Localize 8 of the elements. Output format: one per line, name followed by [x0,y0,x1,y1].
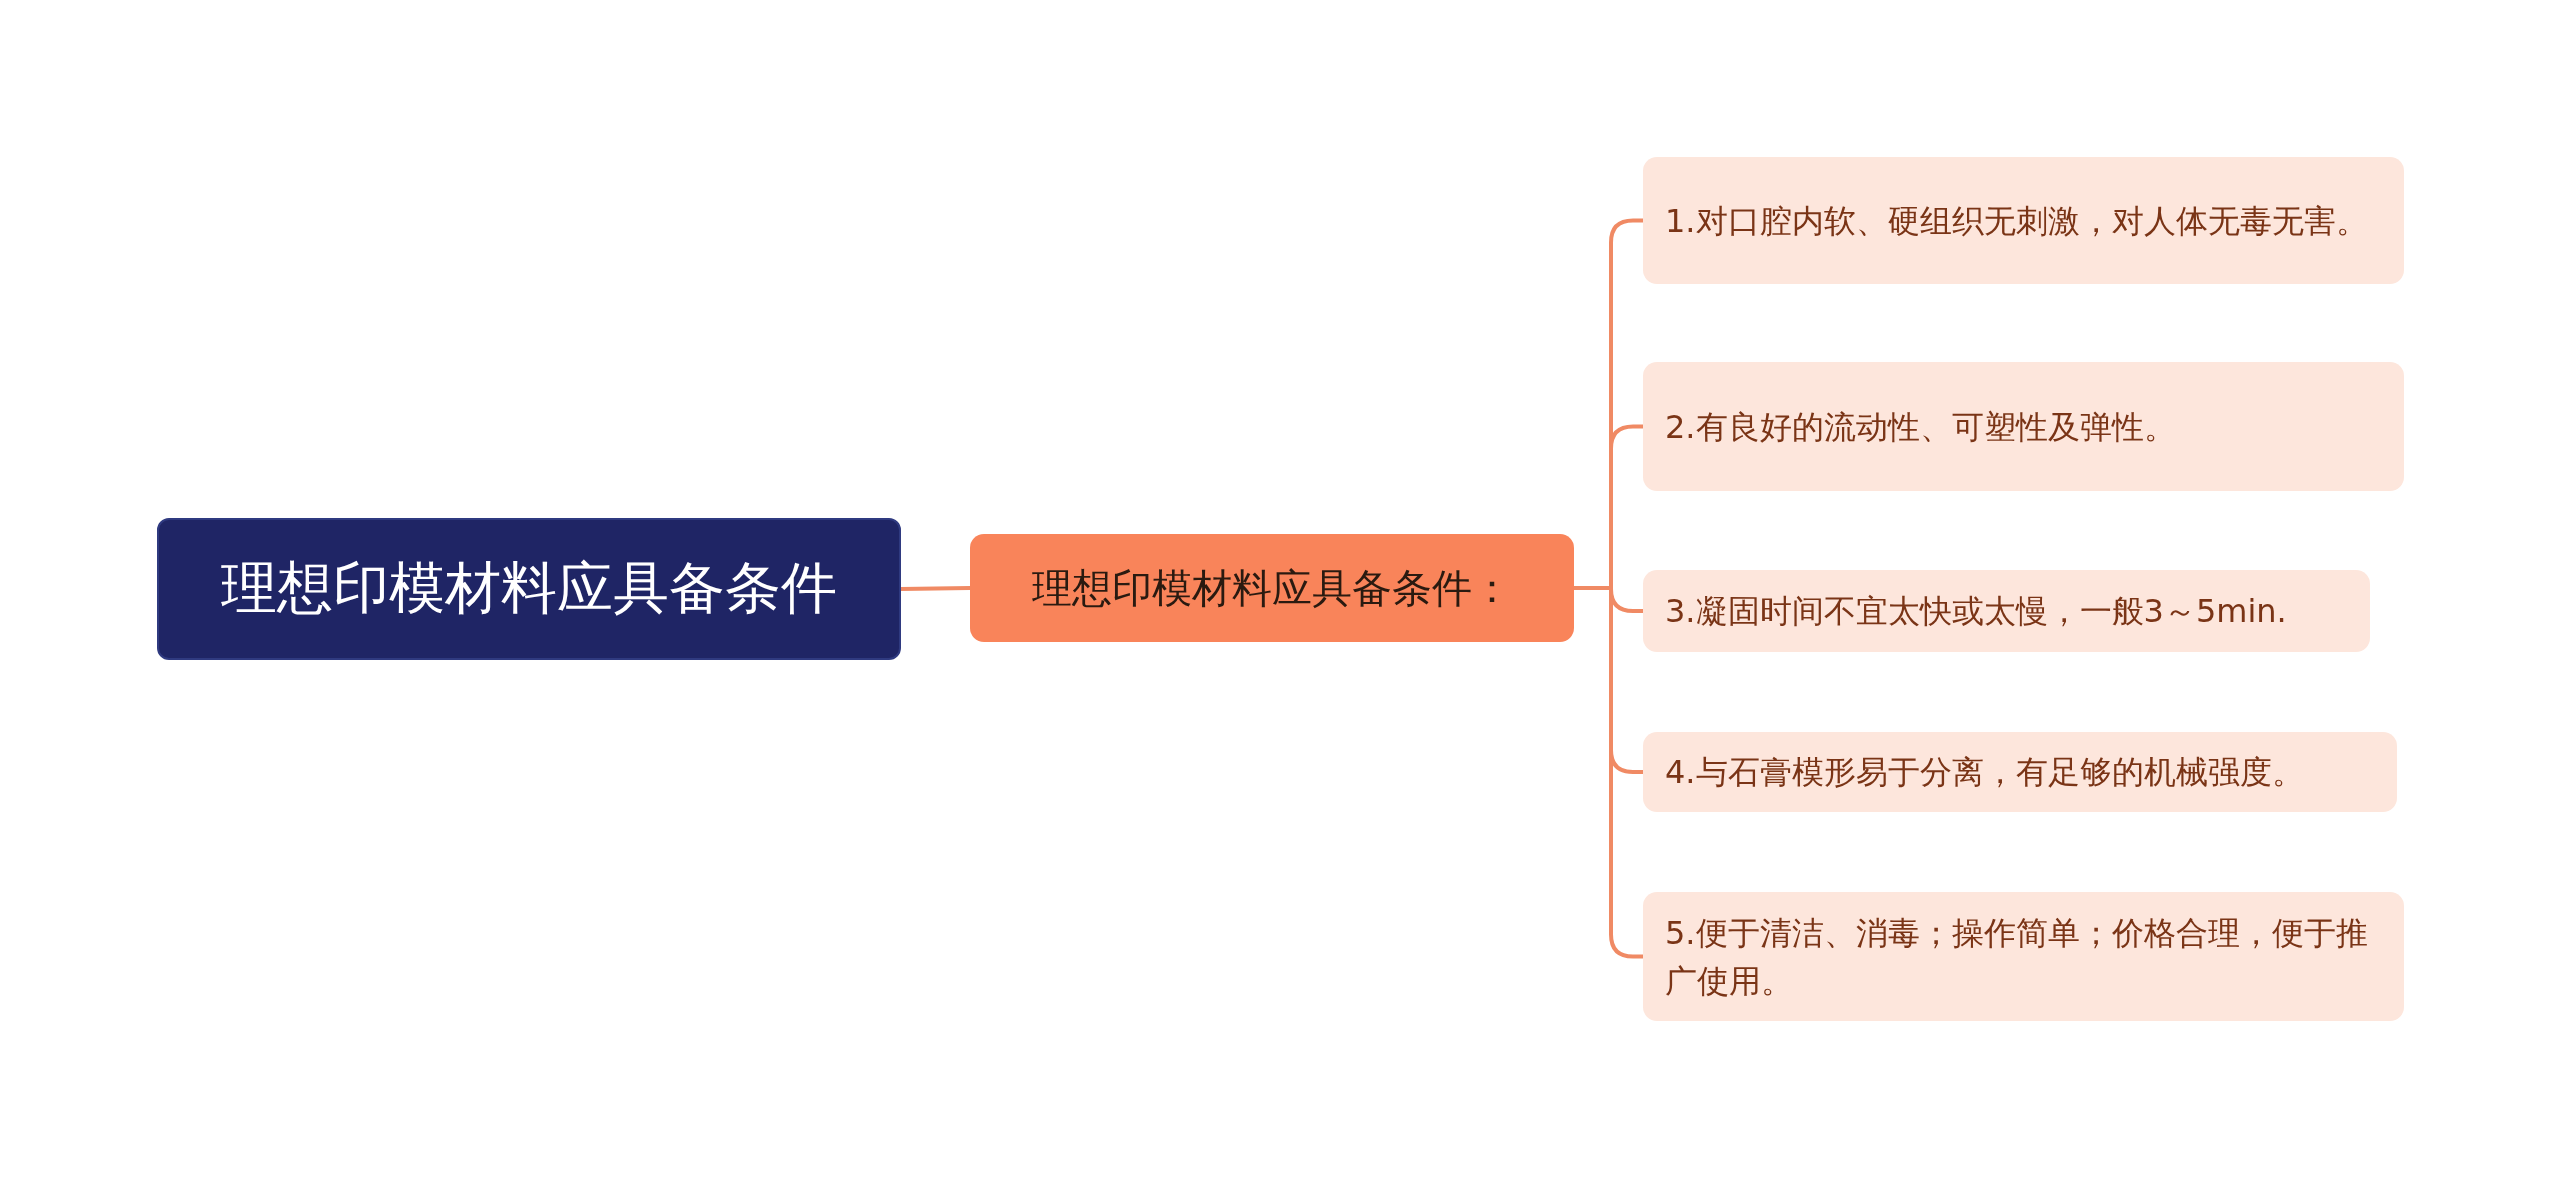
subtopic-box: 4.与石膏模形易于分离，有足够的机械强度。 [1643,732,2397,812]
root-topic-box: 理想印模材料应具备条件 [157,518,901,660]
subtopic-box: 2.有良好的流动性、可塑性及弹性。 [1643,362,2404,491]
subtopic-box: 3.凝固时间不宜太快或太慢，一般3～5min. [1643,570,2370,652]
subtopic-box: 5.便于清洁、消毒；操作简单；价格合理，便于推广使用。 [1643,892,2404,1021]
subtopic-box: 1.对口腔内软、硬组织无刺激，对人体无毒无害。 [1643,157,2404,284]
connector-line [900,586,971,591]
topic-box: 理想印模材料应具备条件： [970,534,1574,642]
